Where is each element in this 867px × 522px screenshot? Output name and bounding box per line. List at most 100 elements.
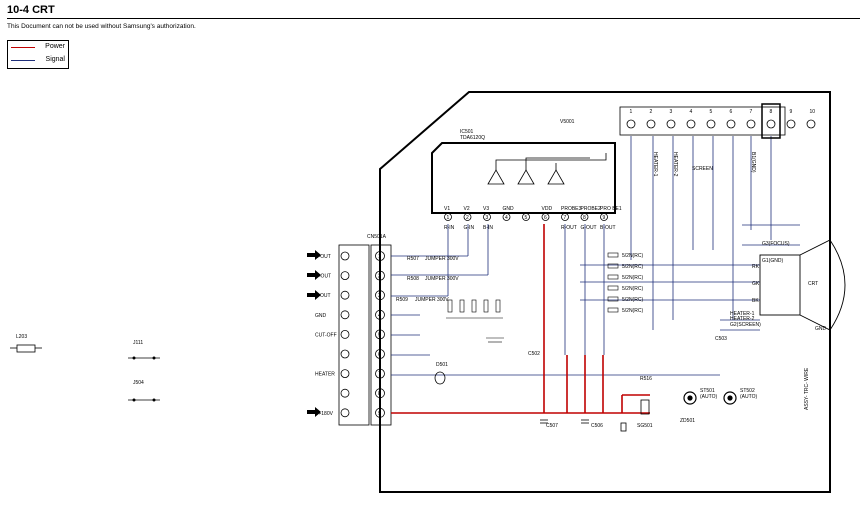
- input-resistor-network: [446, 299, 504, 343]
- socket-pin-num: 10: [810, 109, 816, 115]
- socket-label-b1: B1(GND): [750, 152, 756, 173]
- legend-power-line: [11, 47, 35, 48]
- crt-focus-label: G3(FOCUS): [762, 241, 790, 247]
- ic-pin-4: 4 GND: [503, 206, 515, 221]
- legend-power-label: Power: [45, 43, 65, 50]
- ic-pin-signal: R-IN: [444, 225, 455, 231]
- cn-pin-2: 2G-OUT: [315, 270, 385, 281]
- socket-label-screen: SCREEN: [692, 166, 713, 172]
- spark-resistor: 5/2N(RC): [607, 285, 643, 292]
- crt-gnd-label: GND: [815, 326, 827, 332]
- ic-pin-num: 1: [447, 215, 450, 221]
- socket-ref: V5001: [560, 119, 575, 125]
- spark-gaps: [683, 391, 737, 405]
- ic-pin-name: V1: [444, 206, 450, 212]
- c503-label: C503: [715, 336, 727, 342]
- cn-pin-label: GND: [315, 313, 327, 319]
- power-traces: [391, 224, 650, 414]
- st502-ref: ST502: [740, 388, 755, 394]
- r507-ref: R507: [407, 256, 419, 262]
- socket-pin-6: 6: [726, 109, 736, 129]
- ic501-ref: IC501: [460, 129, 474, 135]
- socket-pin-num: 2: [650, 109, 653, 115]
- copyright-note: This Document can not be used without Sa…: [7, 23, 196, 30]
- cn-pin-7: 7 HEATER: [315, 368, 385, 379]
- socket-pin-num: 8: [770, 109, 773, 115]
- spark-resistor-label: 5/2N(RC): [622, 308, 643, 314]
- ic-pin-name: VDD: [542, 206, 553, 212]
- ic-pin-num: 9: [603, 215, 606, 221]
- cn-pin-9: 9B+180V: [315, 407, 385, 418]
- socket-pin-10: 10: [806, 109, 816, 129]
- power-caps: [540, 419, 589, 424]
- socket-label-heater2: HEATER-2: [672, 152, 678, 177]
- socket-pin-5: 5: [706, 109, 716, 129]
- socket-pin-num: 1: [630, 109, 633, 115]
- socket-pin-num: 4: [690, 109, 693, 115]
- spark-resistor: 5/2N(RC): [607, 252, 643, 259]
- socket-pin-4: 4: [686, 109, 696, 129]
- crt-heater2-label: HEATER-2: [730, 316, 755, 322]
- sg501-label: SG501: [637, 423, 653, 429]
- socket-body: [619, 106, 786, 136]
- cn-pin-label: B+180V: [315, 411, 334, 417]
- ic-pin-signal: B-IN: [483, 225, 493, 231]
- ic-pin-num: 8: [583, 215, 586, 221]
- ic-pin-num: 3: [486, 215, 489, 221]
- socket-pin-9: 9: [786, 109, 796, 129]
- zd501-label: ZD501: [680, 418, 695, 424]
- ic-pin-signal: G-OUT: [581, 225, 597, 231]
- legend-item-power: Power: [11, 42, 67, 53]
- ic-pin-name: GND: [503, 206, 515, 212]
- cn-pin-6: 6: [340, 349, 385, 359]
- ic501-amplifiers: [487, 153, 607, 185]
- output-traces: [564, 136, 800, 355]
- socket-label-heater1: HEATER-1: [652, 152, 658, 177]
- crt-screen-label: G2(SCREEN): [730, 322, 761, 328]
- r516-label: R516: [640, 376, 652, 382]
- legend-box: Power Signal: [7, 40, 69, 69]
- ic-pin-name: PROBE2: [581, 206, 602, 212]
- socket-pin-num: 7: [750, 109, 753, 115]
- cn-pin-num: 6: [378, 352, 381, 358]
- legend-signal-label: Signal: [45, 56, 65, 63]
- st501-ref: ST501: [700, 388, 715, 394]
- d501-label: D501: [436, 362, 448, 368]
- l203-label: L203: [16, 334, 27, 340]
- spark-resistor: 5/2N(RC): [607, 296, 643, 303]
- cn-pin-num: 3: [378, 293, 381, 299]
- crt-neck: [759, 239, 846, 331]
- ic-pin-signal: R-OUT: [561, 225, 577, 231]
- ic-pin-1: 1 V1R-IN: [444, 206, 455, 231]
- crt-heater1-label: HEATER-1: [730, 311, 755, 317]
- j111-part: J111: [128, 340, 160, 360]
- ic-pin-num: 7: [564, 215, 567, 221]
- spark-resistor: 5/2N(RC): [607, 263, 643, 270]
- j504-label: J504: [133, 380, 144, 386]
- ic-pin-num: 5: [525, 215, 528, 221]
- r509-ref: R509: [396, 297, 408, 303]
- cn-pin-num: 7: [378, 372, 381, 378]
- r508-ref: R508: [407, 276, 419, 282]
- ic501-body: [431, 142, 616, 214]
- c506-label: C506: [591, 423, 603, 429]
- socket-pin-2: 2: [646, 109, 656, 129]
- st502-label: (AUTO): [740, 394, 757, 400]
- socket-pin-8: 8: [766, 109, 776, 129]
- cn-pin-label: HEATER: [315, 372, 335, 378]
- crt-ref: CRT: [808, 281, 818, 287]
- ic-pin-num: 4: [505, 215, 508, 221]
- socket-pin-3: 3: [666, 109, 676, 129]
- spark-resistor-label: 5/2N(RC): [622, 253, 643, 259]
- spark-resistor: 5/2N(RC): [607, 307, 643, 314]
- c507-label: C507: [546, 423, 558, 429]
- spark-resistor: 5/2N(RC): [607, 274, 643, 281]
- spark-resistor-label: 5/2N(RC): [622, 275, 643, 281]
- st501-label: (AUTO): [700, 394, 717, 400]
